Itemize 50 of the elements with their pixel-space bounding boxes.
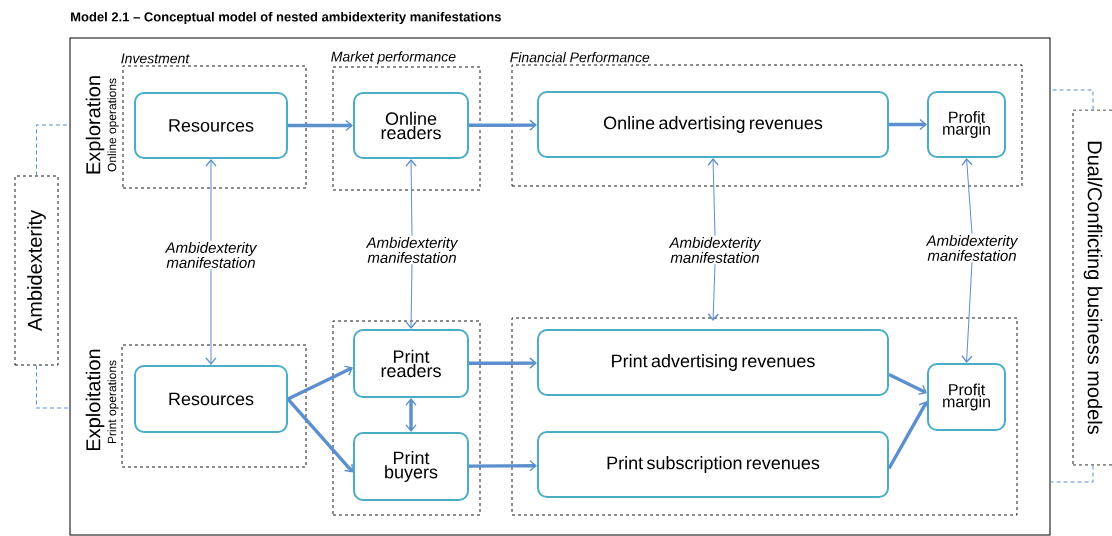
arrow — [469, 357, 537, 369]
row-label: Print operations — [107, 360, 119, 444]
process-box: Profit margin — [927, 91, 1006, 158]
group-label: Financial Performance — [510, 52, 650, 63]
arrow — [405, 159, 417, 237]
annotation-text: Ambidexterity manifestation — [925, 235, 1019, 261]
arrow — [889, 118, 927, 131]
process-box: Resources — [134, 365, 288, 433]
arrow — [961, 158, 973, 235]
process-box: Print subscription revenues — [537, 431, 889, 498]
process-box: Print buyers — [353, 432, 469, 501]
arrow — [469, 460, 537, 472]
connector-line — [1050, 89, 1094, 111]
arrow — [288, 119, 353, 132]
arrow — [405, 398, 417, 432]
annotation-text: Ambidexterity manifestation — [365, 237, 459, 263]
arrow — [286, 397, 354, 473]
arrow — [205, 159, 217, 242]
connector-line — [36, 124, 70, 177]
arrow — [888, 373, 927, 396]
process-box: Online readers — [353, 92, 469, 159]
row-label: Exploration — [85, 76, 105, 174]
arrow — [469, 119, 537, 131]
annotation-text: Ambidexterity manifestation — [668, 237, 762, 263]
process-box: Online advertising revenues — [537, 91, 889, 158]
group-label: Market performance — [331, 51, 456, 65]
connector-line — [1050, 464, 1094, 483]
arrow — [405, 263, 417, 329]
group-box — [511, 317, 1018, 516]
row-label: Exploitation — [85, 349, 105, 451]
arrow — [887, 401, 929, 470]
group-box — [121, 344, 307, 468]
arrow — [287, 365, 353, 401]
annotation-text: Ambidexterity manifestation — [164, 242, 258, 268]
connector-line — [36, 364, 70, 409]
side-label: Ambidexterity — [27, 210, 46, 332]
process-box: Profit margin — [927, 363, 1006, 431]
frame-box — [69, 37, 1051, 536]
title: Model 2.1 – Conceptual model of nested ambidexterity manifestations — [71, 11, 501, 25]
process-box: Resources — [134, 92, 288, 159]
arrow — [707, 263, 719, 321]
process-box: Print advertising revenues — [537, 329, 889, 396]
group-label: Investment — [121, 53, 190, 64]
arrow — [205, 268, 217, 365]
process-box: Print readers — [353, 329, 469, 398]
arrow — [961, 261, 973, 363]
side-label: Dual/Conflicting business models — [1083, 141, 1103, 434]
arrow — [707, 158, 719, 237]
group-box — [332, 320, 481, 516]
row-label: Online operations — [107, 78, 119, 172]
